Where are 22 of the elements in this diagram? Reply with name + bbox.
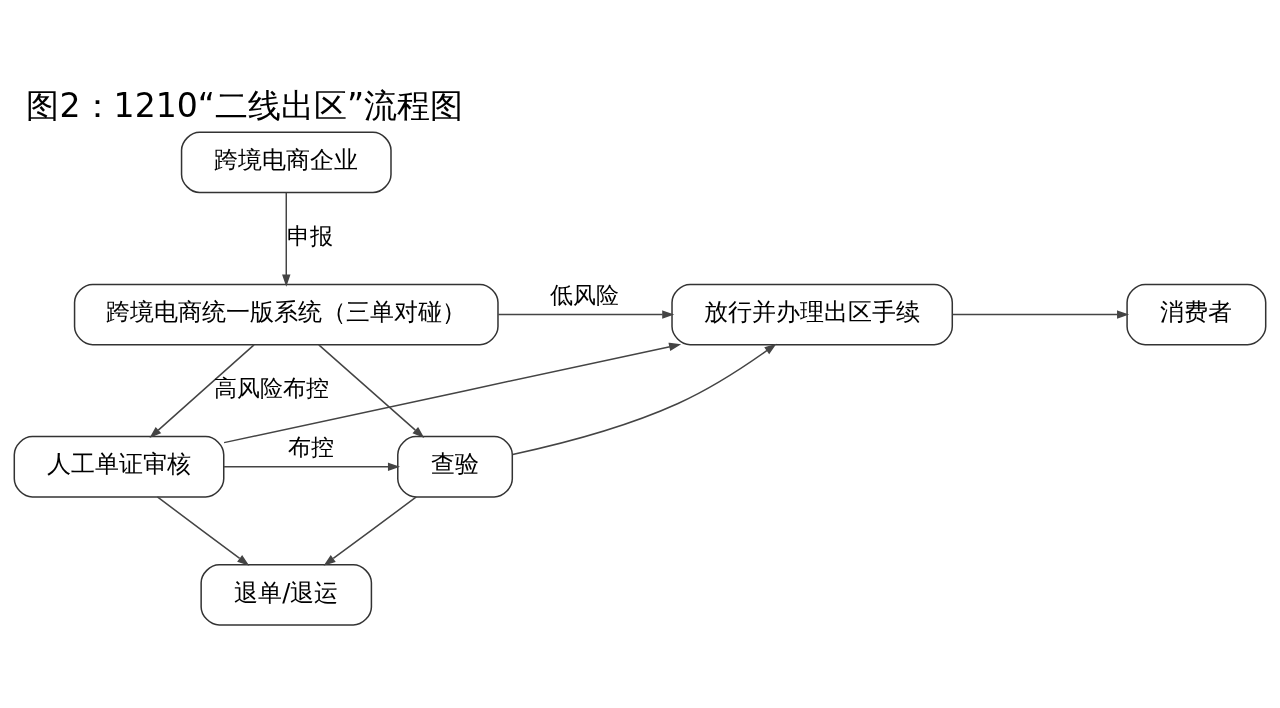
node-box: 查验 [397,435,514,498]
arrow [951,309,1130,319]
arrow [149,343,255,438]
arrow [223,342,682,443]
arrow [223,462,401,471]
arrow [318,343,425,438]
node-box: 跨境电商统一版系统（三单对碰） [73,283,499,345]
edge-label: 低风险 [550,281,620,308]
node-box: 放行并办理出区手续 [671,283,954,345]
edge-label: 申报 [286,222,333,249]
edge-label: 布控 [287,433,334,460]
arrow [282,191,291,287]
node-box: 跨境电商企业 [180,131,392,193]
arrow [497,309,675,319]
node-box: 退单/退运 [200,563,373,626]
arrow [156,495,250,566]
arrow [511,343,777,455]
edge-label: 高风险布控 [213,374,329,401]
node-box: 人工单证审核 [13,435,225,498]
arrow [323,495,418,566]
diagram-title: 图2：1210“二线出区”流程图 [26,85,464,125]
node-box: 消费者 [1126,283,1267,345]
